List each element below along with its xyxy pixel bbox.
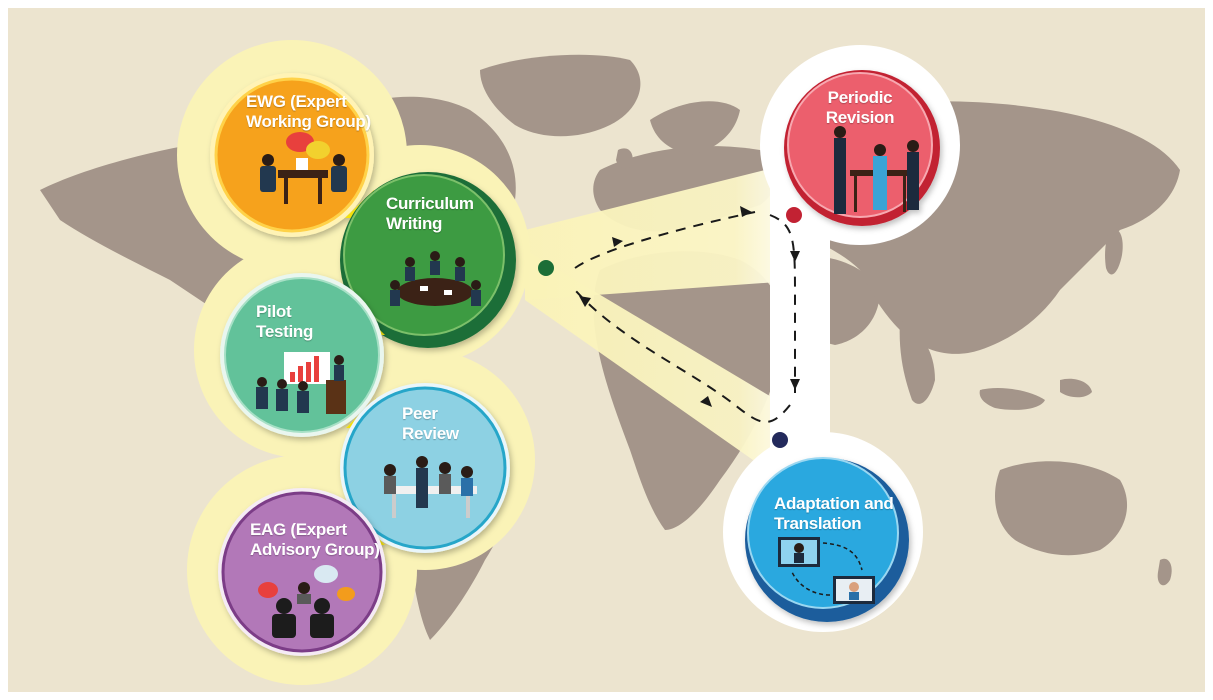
- node-dot-navy: [772, 432, 788, 448]
- step-peer: [340, 383, 510, 553]
- label-peer: Peer Review: [402, 404, 459, 444]
- arrowhead-4: [790, 379, 800, 390]
- arrowhead-1: [612, 237, 623, 247]
- step-ewg: [210, 73, 374, 237]
- arrow-heads: [579, 206, 800, 407]
- label-ewg-line1: EWG (Expert: [246, 92, 347, 111]
- presentation-illustration: [256, 352, 346, 414]
- label-pilot-line1: Pilot: [256, 302, 292, 321]
- arrow-to-curriculum: [574, 289, 791, 423]
- step-revision: [784, 70, 940, 226]
- step-adaptation: [745, 457, 909, 622]
- arrow-to-revision: [574, 211, 756, 269]
- label-ewg-line2: Working Group): [246, 112, 371, 131]
- revision-illustration: [834, 126, 919, 214]
- arrowhead-6: [579, 296, 591, 307]
- label-peer-line1: Peer: [402, 404, 438, 423]
- label-curriculum: Curriculum Writing: [386, 194, 474, 234]
- arrowhead-2: [740, 206, 752, 217]
- node-dot-green: [538, 260, 554, 276]
- label-peer-line2: Review: [402, 424, 459, 443]
- meeting-illustration: [260, 132, 347, 204]
- round-table-illustration: [390, 251, 481, 306]
- arrowhead-5: [700, 396, 712, 407]
- label-eag: EAG (Expert Advisory Group): [250, 520, 380, 560]
- translation-illustration: [778, 537, 875, 604]
- step-pilot: [220, 273, 384, 437]
- label-pilot: Pilot Testing: [256, 302, 313, 342]
- label-adaptation-line1: Adaptation and: [774, 494, 894, 513]
- label-adaptation-line2: Translation: [774, 514, 862, 533]
- step-eag: [218, 488, 386, 656]
- arrow-to-adaptation: [769, 214, 797, 393]
- advisory-illustration: [258, 565, 355, 638]
- label-curriculum-line2: Writing: [386, 214, 443, 233]
- label-revision-line1: Periodic: [827, 88, 893, 107]
- label-revision-line2: Revision: [825, 108, 895, 127]
- arrowhead-3: [790, 251, 800, 262]
- label-curriculum-line1: Curriculum: [386, 194, 474, 213]
- node-dot-red: [786, 207, 802, 223]
- label-adaptation: Adaptation and Translation: [774, 494, 894, 534]
- label-pilot-line2: Testing: [256, 322, 314, 341]
- label-ewg: EWG (Expert Working Group): [246, 92, 371, 132]
- step-curriculum: [340, 172, 516, 348]
- review-illustration: [384, 456, 477, 518]
- label-revision: Periodic Revision: [818, 88, 902, 128]
- label-eag-line2: Advisory Group): [250, 540, 380, 559]
- label-eag-line1: EAG (Expert: [250, 520, 347, 539]
- cycle-arrows: [574, 211, 797, 423]
